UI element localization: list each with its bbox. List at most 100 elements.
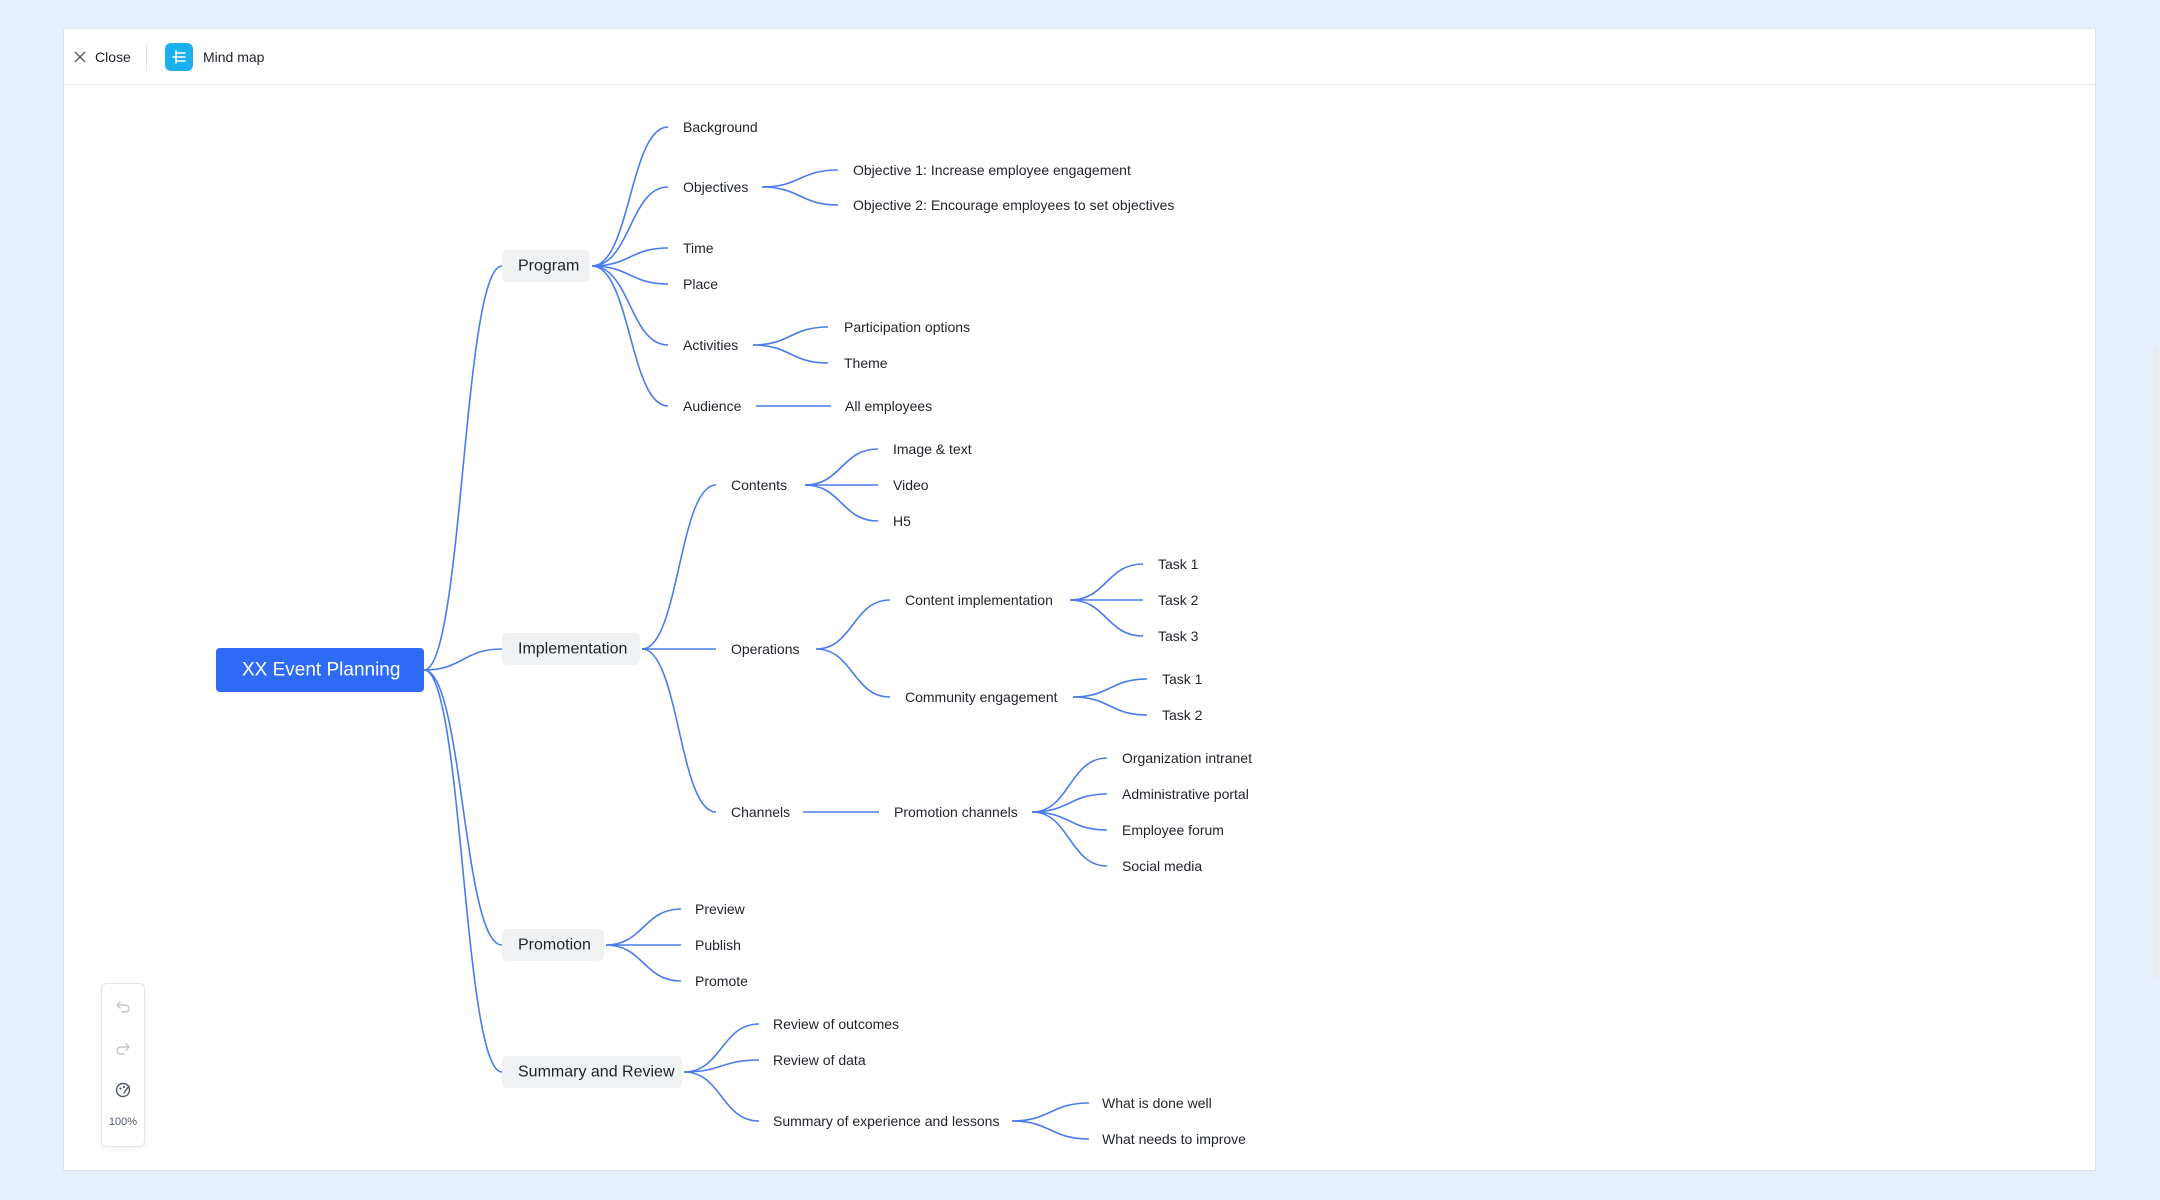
connector-line <box>1031 811 1108 831</box>
branch-summary-label[interactable]: Summary and Review <box>518 1064 675 1081</box>
node-activities[interactable]: Activities <box>683 337 738 353</box>
branch-promotion-label[interactable]: Promotion <box>518 937 591 954</box>
node-employee-forum[interactable]: Employee forum <box>1122 822 1224 838</box>
branch-implementation-label[interactable]: Implementation <box>518 641 627 658</box>
redo-button[interactable] <box>102 1034 144 1062</box>
branch-promotion[interactable] <box>502 929 604 961</box>
node-all-employees[interactable]: All employees <box>845 398 932 414</box>
node-administrative-portal[interactable]: Administrative portal <box>1122 786 1249 802</box>
close-label: Close <box>95 49 131 65</box>
connector-line <box>683 1023 760 1073</box>
undo-icon <box>116 1001 130 1013</box>
node-review-outcomes[interactable]: Review of outcomes <box>773 1016 899 1032</box>
node-contents[interactable]: Contents <box>731 477 787 493</box>
connector-line <box>591 265 669 346</box>
connector-line <box>752 344 829 364</box>
node-place[interactable]: Place <box>683 276 718 292</box>
undo-button[interactable] <box>102 992 144 1020</box>
branch-program[interactable] <box>502 250 590 282</box>
connector-line <box>641 484 717 650</box>
connector-line <box>1031 757 1108 813</box>
node-task[interactable]: Task 1 <box>1162 671 1203 687</box>
connector-line <box>1031 793 1108 813</box>
connector-line <box>804 484 879 522</box>
node-objective-2[interactable]: Objective 2: Encourage employees to set … <box>853 197 1174 213</box>
branch-box <box>502 1056 682 1088</box>
root-box <box>216 648 424 692</box>
branch-summary[interactable] <box>502 1056 682 1088</box>
connector-line <box>752 326 829 346</box>
node-promotion-channels[interactable]: Promotion channels <box>894 804 1018 820</box>
connector-line <box>591 265 669 285</box>
app-title-label: Mind map <box>203 49 265 65</box>
close-button[interactable]: Close <box>73 46 131 68</box>
top-bar: Close Mind map <box>64 29 2095 85</box>
node-audience[interactable]: Audience <box>683 398 742 414</box>
connector-line <box>605 908 682 946</box>
node-summary-experience[interactable]: Summary of experience and lessons <box>773 1113 999 1129</box>
root-label[interactable]: XX Event Planning <box>242 660 400 681</box>
connector-line <box>815 599 891 650</box>
node-social-media[interactable]: Social media <box>1122 858 1202 874</box>
node-channels[interactable]: Channels <box>731 804 790 820</box>
node-video[interactable]: Video <box>893 477 929 493</box>
node-publish[interactable]: Publish <box>695 937 741 953</box>
node-task[interactable]: Task 2 <box>1162 707 1203 723</box>
node-review-data[interactable]: Review of data <box>773 1052 866 1068</box>
app-title: Mind map <box>165 42 264 72</box>
node-needs-improve[interactable]: What needs to improve <box>1102 1131 1246 1147</box>
connector-line <box>1031 811 1108 867</box>
connector-line <box>641 648 717 813</box>
connector-line <box>423 669 503 946</box>
connector-line <box>591 186 669 267</box>
redo-icon <box>116 1043 130 1055</box>
vertical-scrollbar[interactable] <box>2153 347 2159 979</box>
connector-line <box>591 126 669 267</box>
node-content-implementation[interactable]: Content implementation <box>905 592 1053 608</box>
node-promote[interactable]: Promote <box>695 973 748 989</box>
branch-box <box>502 633 640 665</box>
connector-line <box>683 1059 760 1073</box>
canvas-toolstrip: 100% <box>101 983 145 1147</box>
style-button[interactable] <box>102 1076 144 1104</box>
node-community-engagement[interactable]: Community engagement <box>905 689 1058 705</box>
branch-box <box>502 929 604 961</box>
node-image-text[interactable]: Image & text <box>893 441 972 457</box>
connector-line <box>815 648 891 698</box>
node-objectives[interactable]: Objectives <box>683 179 748 195</box>
connector-line <box>1072 696 1148 716</box>
zoom-level[interactable]: 100% <box>108 1116 138 1128</box>
node-preview[interactable]: Preview <box>695 901 746 917</box>
node-background[interactable]: Background <box>683 119 758 135</box>
connector-lines <box>423 126 1148 1140</box>
node-task[interactable]: Task 1 <box>1158 556 1199 572</box>
connector-line <box>423 669 503 1073</box>
connector-line <box>683 1071 760 1122</box>
style-icon <box>115 1082 131 1098</box>
node-task[interactable]: Task 2 <box>1158 592 1199 608</box>
node-done-well[interactable]: What is done well <box>1102 1095 1212 1111</box>
connector-line <box>761 186 839 206</box>
connector-line <box>1011 1102 1090 1122</box>
connector-line <box>1069 599 1144 637</box>
node-h5[interactable]: H5 <box>893 513 911 529</box>
node-task[interactable]: Task 3 <box>1158 628 1199 644</box>
root-node[interactable] <box>216 648 424 692</box>
connector-line <box>591 265 669 407</box>
branch-box <box>502 250 590 282</box>
connector-line <box>761 169 839 188</box>
node-time[interactable]: Time <box>683 240 714 256</box>
connector-line <box>423 648 503 671</box>
node-organization-intranet[interactable]: Organization intranet <box>1122 750 1252 766</box>
branch-implementation[interactable] <box>502 633 640 665</box>
branch-program-label[interactable]: Program <box>518 258 579 275</box>
connector-line <box>591 247 669 267</box>
node-theme[interactable]: Theme <box>844 355 888 371</box>
node-objective-1[interactable]: Objective 1: Increase employee engagemen… <box>853 162 1131 178</box>
connector-line <box>1069 563 1144 601</box>
node-operations[interactable]: Operations <box>731 641 799 657</box>
connector-line <box>1011 1120 1090 1140</box>
node-participation-options[interactable]: Participation options <box>844 319 970 335</box>
connector-line <box>423 265 503 671</box>
